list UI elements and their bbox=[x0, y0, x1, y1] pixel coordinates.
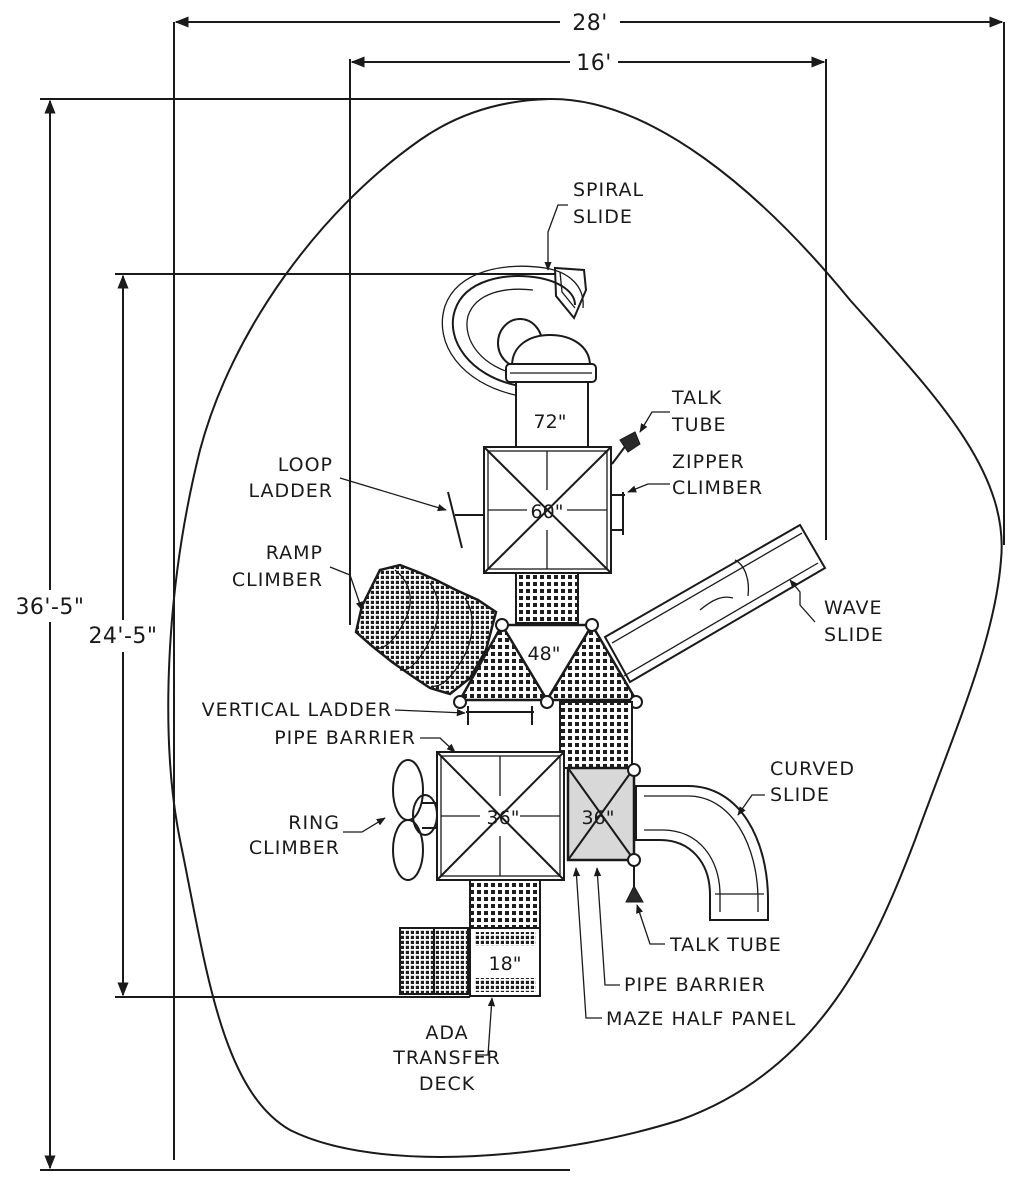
deck-48-label: 48" bbox=[528, 643, 561, 665]
label-ada-transfer-deck: ADA TRANSFER DECK bbox=[392, 1022, 500, 1095]
label-loop-ladder: LOOP LADDER bbox=[249, 454, 334, 502]
leader-lines bbox=[329, 204, 816, 1056]
svg-text:WAVE: WAVE bbox=[824, 597, 883, 619]
deck-60-label: 60" bbox=[531, 501, 564, 523]
ramp-climber bbox=[354, 563, 498, 696]
svg-text:ZIPPER: ZIPPER bbox=[672, 451, 745, 473]
steps-upper bbox=[515, 572, 579, 624]
talk-tube-top bbox=[611, 431, 641, 465]
label-wave-slide: WAVE SLIDE bbox=[824, 597, 884, 646]
label-pipe-barrier-top: PIPE BARRIER bbox=[274, 727, 416, 749]
dimension-inner-width: 16' bbox=[349, 51, 827, 625]
svg-text:LADDER: LADDER bbox=[249, 480, 334, 502]
svg-text:TALK: TALK bbox=[671, 387, 722, 409]
loop-ladder bbox=[447, 491, 484, 549]
label-ring-climber: RING CLIMBER bbox=[249, 812, 340, 859]
svg-text:TRANSFER: TRANSFER bbox=[392, 1047, 500, 1069]
svg-text:ADA: ADA bbox=[425, 1022, 468, 1044]
use-zone-outline bbox=[167, 97, 1003, 1158]
svg-text:TUBE: TUBE bbox=[671, 414, 727, 436]
deck-36-left bbox=[436, 751, 565, 881]
ada-transfer-deck bbox=[399, 927, 541, 997]
svg-text:RAMP: RAMP bbox=[266, 542, 323, 564]
deck-72 bbox=[515, 381, 589, 449]
steps-bottom bbox=[469, 879, 541, 929]
roof-dome bbox=[505, 333, 597, 383]
inner-width-label: 16' bbox=[576, 51, 612, 76]
svg-text:DECK: DECK bbox=[419, 1073, 475, 1095]
svg-text:RING: RING bbox=[288, 812, 340, 834]
outer-width-label: 28' bbox=[572, 11, 608, 36]
dimension-outer-height: 36'-5" bbox=[15, 98, 570, 1171]
label-zipper-climber: ZIPPER CLIMBER bbox=[672, 451, 763, 499]
label-ramp-climber: RAMP CLIMBER bbox=[232, 542, 323, 591]
zipper-climber bbox=[612, 492, 625, 535]
steps-lower bbox=[559, 701, 633, 769]
deck-36-right-label: 36" bbox=[582, 807, 615, 829]
dimension-inner-height: 24'-5" bbox=[88, 273, 556, 998]
svg-text:SLIDE: SLIDE bbox=[824, 624, 884, 646]
label-talk-tube-bottom: TALK TUBE bbox=[669, 934, 782, 956]
label-talk-tube-top: TALK TUBE bbox=[671, 387, 727, 436]
label-pipe-barrier-bottom: PIPE BARRIER bbox=[624, 974, 766, 996]
label-spiral-slide: SPIRAL SLIDE bbox=[573, 179, 644, 228]
deck-60 bbox=[483, 446, 612, 574]
deck-36-left-label: 36" bbox=[487, 807, 520, 829]
deck-48 bbox=[453, 618, 643, 709]
inner-height-label: 24'-5" bbox=[88, 624, 157, 649]
dimension-outer-width: 28' bbox=[173, 11, 1005, 1160]
svg-text:CLIMBER: CLIMBER bbox=[672, 477, 763, 499]
label-vertical-ladder: VERTICAL LADDER bbox=[202, 699, 392, 721]
deck-72-label: 72" bbox=[534, 411, 567, 433]
svg-text:SLIDE: SLIDE bbox=[770, 784, 830, 806]
wave-slide bbox=[603, 523, 827, 684]
ring-climber bbox=[392, 759, 438, 881]
svg-text:CURVED: CURVED bbox=[770, 758, 855, 780]
curved-slide bbox=[635, 785, 769, 921]
svg-text:SLIDE: SLIDE bbox=[573, 206, 633, 228]
deck-18-label: 18" bbox=[489, 953, 522, 975]
vertical-ladder bbox=[466, 706, 534, 725]
label-curved-slide: CURVED SLIDE bbox=[770, 758, 855, 806]
deck-36-right bbox=[566, 763, 641, 867]
svg-text:CLIMBER: CLIMBER bbox=[232, 569, 323, 591]
svg-text:CLIMBER: CLIMBER bbox=[249, 837, 340, 859]
svg-text:SPIRAL: SPIRAL bbox=[573, 179, 644, 201]
svg-text:LOOP: LOOP bbox=[278, 454, 333, 476]
talk-tube-bottom bbox=[625, 866, 644, 903]
label-maze-half-panel: MAZE HALF PANEL bbox=[606, 1008, 796, 1030]
outer-height-label: 36'-5" bbox=[15, 595, 84, 620]
